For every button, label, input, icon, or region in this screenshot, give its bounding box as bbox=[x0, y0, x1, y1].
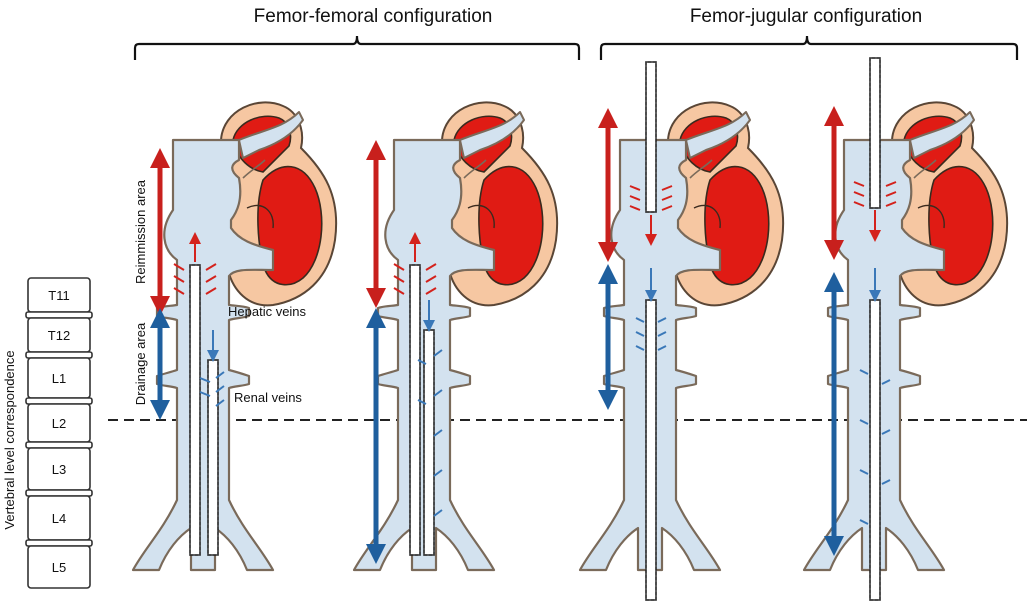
cannula-set-3 bbox=[629, 61, 673, 601]
header-femor-jugular: Femor-jugular configuration bbox=[690, 6, 922, 27]
bracket-femor-femoral bbox=[133, 35, 581, 60]
hepatic-veins-label: Hepatic veins bbox=[228, 304, 307, 319]
vertebra-l5 bbox=[27, 545, 91, 589]
vertebra-l4-label: L4 bbox=[52, 511, 66, 526]
vertebral-column bbox=[25, 277, 93, 589]
renal-veins-label: Renal veins bbox=[234, 390, 302, 405]
cannula-set-2 bbox=[393, 232, 443, 556]
cannula-set-1 bbox=[173, 232, 225, 556]
vertebra-t12-label: T12 bbox=[48, 328, 70, 343]
reimmission-area-label: Reimmission area bbox=[133, 179, 148, 284]
vessel-figure-1 bbox=[131, 101, 338, 572]
bracket-femor-jugular bbox=[599, 35, 1019, 60]
vertebra-l1-label: L1 bbox=[52, 371, 66, 386]
drainage-area-label: Drainage area bbox=[133, 322, 148, 405]
vertebral-level-label: Vertebral level correspondence bbox=[2, 350, 17, 529]
vertebra-l5-label: L5 bbox=[52, 560, 66, 575]
vertebra-t11-label: T11 bbox=[48, 288, 69, 303]
cannula-set-4 bbox=[853, 57, 897, 601]
header-femor-femoral: Femor-femoral configuration bbox=[254, 6, 493, 27]
vertebra-l2-label: L2 bbox=[52, 416, 66, 431]
vessel-figure-2 bbox=[352, 101, 559, 572]
vertebra-l3-label: L3 bbox=[52, 462, 66, 477]
